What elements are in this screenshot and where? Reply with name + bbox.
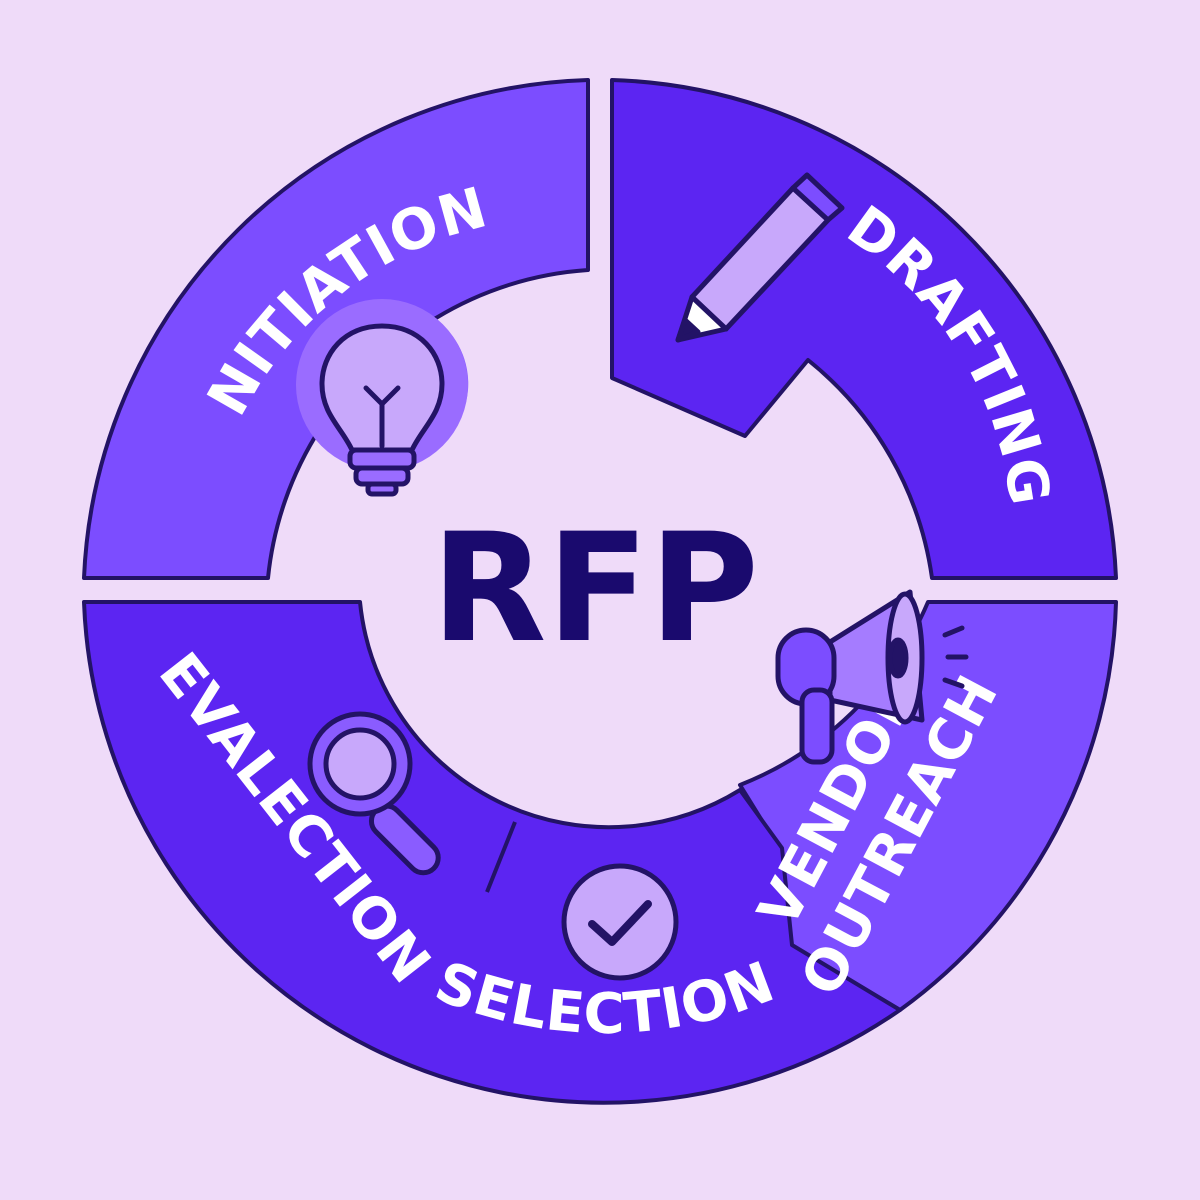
lightbulb-icon [296,299,468,497]
segment-lower [82,600,902,1105]
checkmark-icon [561,863,679,981]
segment-lower-divider [485,821,517,893]
ring-segments [82,78,1118,1105]
pencil-icon [675,172,845,343]
megaphone-icon [775,589,969,765]
center-title: RFP [431,502,759,676]
magnifier-icon [307,711,441,876]
segment-drafting [610,78,1118,580]
